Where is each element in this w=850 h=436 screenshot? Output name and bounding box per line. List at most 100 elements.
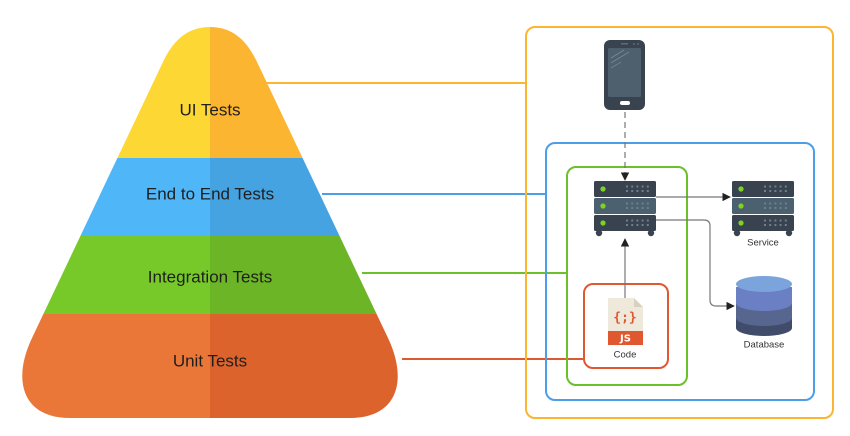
server-vent bbox=[641, 219, 644, 222]
server-vent bbox=[636, 185, 639, 188]
server-vent bbox=[626, 224, 628, 226]
server-vent bbox=[764, 190, 766, 192]
js-file-icon: {;} JS bbox=[608, 298, 643, 345]
server-vent bbox=[784, 207, 787, 209]
server-vent bbox=[626, 207, 628, 209]
server-vent bbox=[774, 224, 777, 226]
server-led-icon bbox=[738, 186, 744, 192]
server-vent bbox=[764, 207, 766, 209]
server-vent bbox=[774, 190, 777, 192]
server-vent bbox=[779, 219, 782, 222]
server-foot bbox=[647, 229, 655, 237]
server-vent bbox=[636, 224, 639, 226]
app-server-icon bbox=[594, 181, 656, 237]
server-vent bbox=[641, 190, 644, 192]
server-vent bbox=[769, 224, 772, 226]
server-vent bbox=[764, 202, 766, 205]
code-label: Code bbox=[614, 350, 637, 361]
server-led-icon bbox=[600, 186, 606, 192]
server-vent bbox=[646, 190, 649, 192]
server-foot bbox=[733, 229, 741, 237]
server-vent bbox=[764, 224, 766, 226]
server-vent bbox=[784, 224, 787, 226]
pyramid-layer-ui-left bbox=[22, 27, 210, 158]
pyramid-layer-unit-left bbox=[22, 314, 210, 418]
server-vent bbox=[784, 185, 787, 188]
code-braces-glyph: {;} bbox=[613, 311, 636, 326]
service-label: Service bbox=[747, 238, 779, 249]
server-led-icon bbox=[600, 220, 606, 226]
server-vent bbox=[779, 185, 782, 188]
server-vent bbox=[764, 219, 766, 222]
server-vent bbox=[641, 202, 644, 205]
scope-box-unit bbox=[583, 283, 669, 369]
server-vent bbox=[769, 207, 772, 209]
server-vent bbox=[769, 202, 772, 205]
server-vent bbox=[631, 185, 634, 188]
server-led-icon bbox=[738, 220, 744, 226]
service-server-icon bbox=[732, 181, 794, 237]
server-vent bbox=[626, 202, 628, 205]
mobile-phone-icon bbox=[604, 40, 645, 110]
scope-box-integration bbox=[566, 166, 688, 386]
server-led-icon bbox=[600, 203, 606, 209]
edge-server-to-database bbox=[656, 219, 735, 311]
server-vent bbox=[636, 202, 639, 205]
server-vent bbox=[646, 207, 649, 209]
pyramid-layer-ui-right bbox=[210, 27, 398, 158]
scope-box-e2e bbox=[545, 142, 815, 401]
server-vent bbox=[769, 190, 772, 192]
server-vent bbox=[774, 219, 777, 222]
server-vent bbox=[646, 224, 649, 226]
server-vent bbox=[631, 202, 634, 205]
server-vent bbox=[641, 207, 644, 209]
server-vent bbox=[626, 190, 628, 192]
server-unit bbox=[594, 181, 656, 197]
server-unit bbox=[732, 215, 794, 231]
server-vent bbox=[636, 219, 639, 222]
server-vent bbox=[774, 207, 777, 209]
server-vent bbox=[784, 219, 787, 222]
server-unit bbox=[594, 215, 656, 231]
server-vent bbox=[636, 207, 639, 209]
server-vent bbox=[779, 207, 782, 209]
server-vent bbox=[779, 190, 782, 192]
server-foot bbox=[785, 229, 793, 237]
database-label: Database bbox=[744, 340, 785, 351]
server-led-icon bbox=[738, 203, 744, 209]
server-foot bbox=[595, 229, 603, 237]
database-icon bbox=[736, 276, 792, 336]
pyramid-layer-unit-right bbox=[210, 314, 398, 418]
server-vent bbox=[784, 202, 787, 205]
server-unit bbox=[594, 198, 656, 214]
server-vent bbox=[646, 219, 649, 222]
server-vent bbox=[641, 224, 644, 226]
server-vent bbox=[631, 190, 634, 192]
server-vent bbox=[631, 224, 634, 226]
server-vent bbox=[636, 190, 639, 192]
server-vent bbox=[646, 202, 649, 205]
server-vent bbox=[631, 219, 634, 222]
layer-label-integration: Integration Tests bbox=[148, 267, 272, 286]
server-vent bbox=[631, 207, 634, 209]
server-unit bbox=[732, 198, 794, 214]
server-vent bbox=[779, 202, 782, 205]
server-vent bbox=[784, 190, 787, 192]
server-vent bbox=[764, 185, 766, 188]
scope-box-ui bbox=[525, 26, 834, 419]
server-vent bbox=[626, 185, 628, 188]
server-vent bbox=[774, 185, 777, 188]
server-unit bbox=[732, 181, 794, 197]
server-vent bbox=[646, 185, 649, 188]
layer-label-unit: Unit Tests bbox=[173, 351, 247, 370]
js-badge: JS bbox=[619, 334, 631, 345]
server-vent bbox=[769, 219, 772, 222]
server-vent bbox=[769, 185, 772, 188]
server-vent bbox=[626, 219, 628, 222]
layer-label-e2e: End to End Tests bbox=[146, 184, 274, 203]
server-vent bbox=[774, 202, 777, 205]
server-vent bbox=[641, 185, 644, 188]
layer-label-ui: UI Tests bbox=[179, 100, 240, 119]
server-vent bbox=[779, 224, 782, 226]
